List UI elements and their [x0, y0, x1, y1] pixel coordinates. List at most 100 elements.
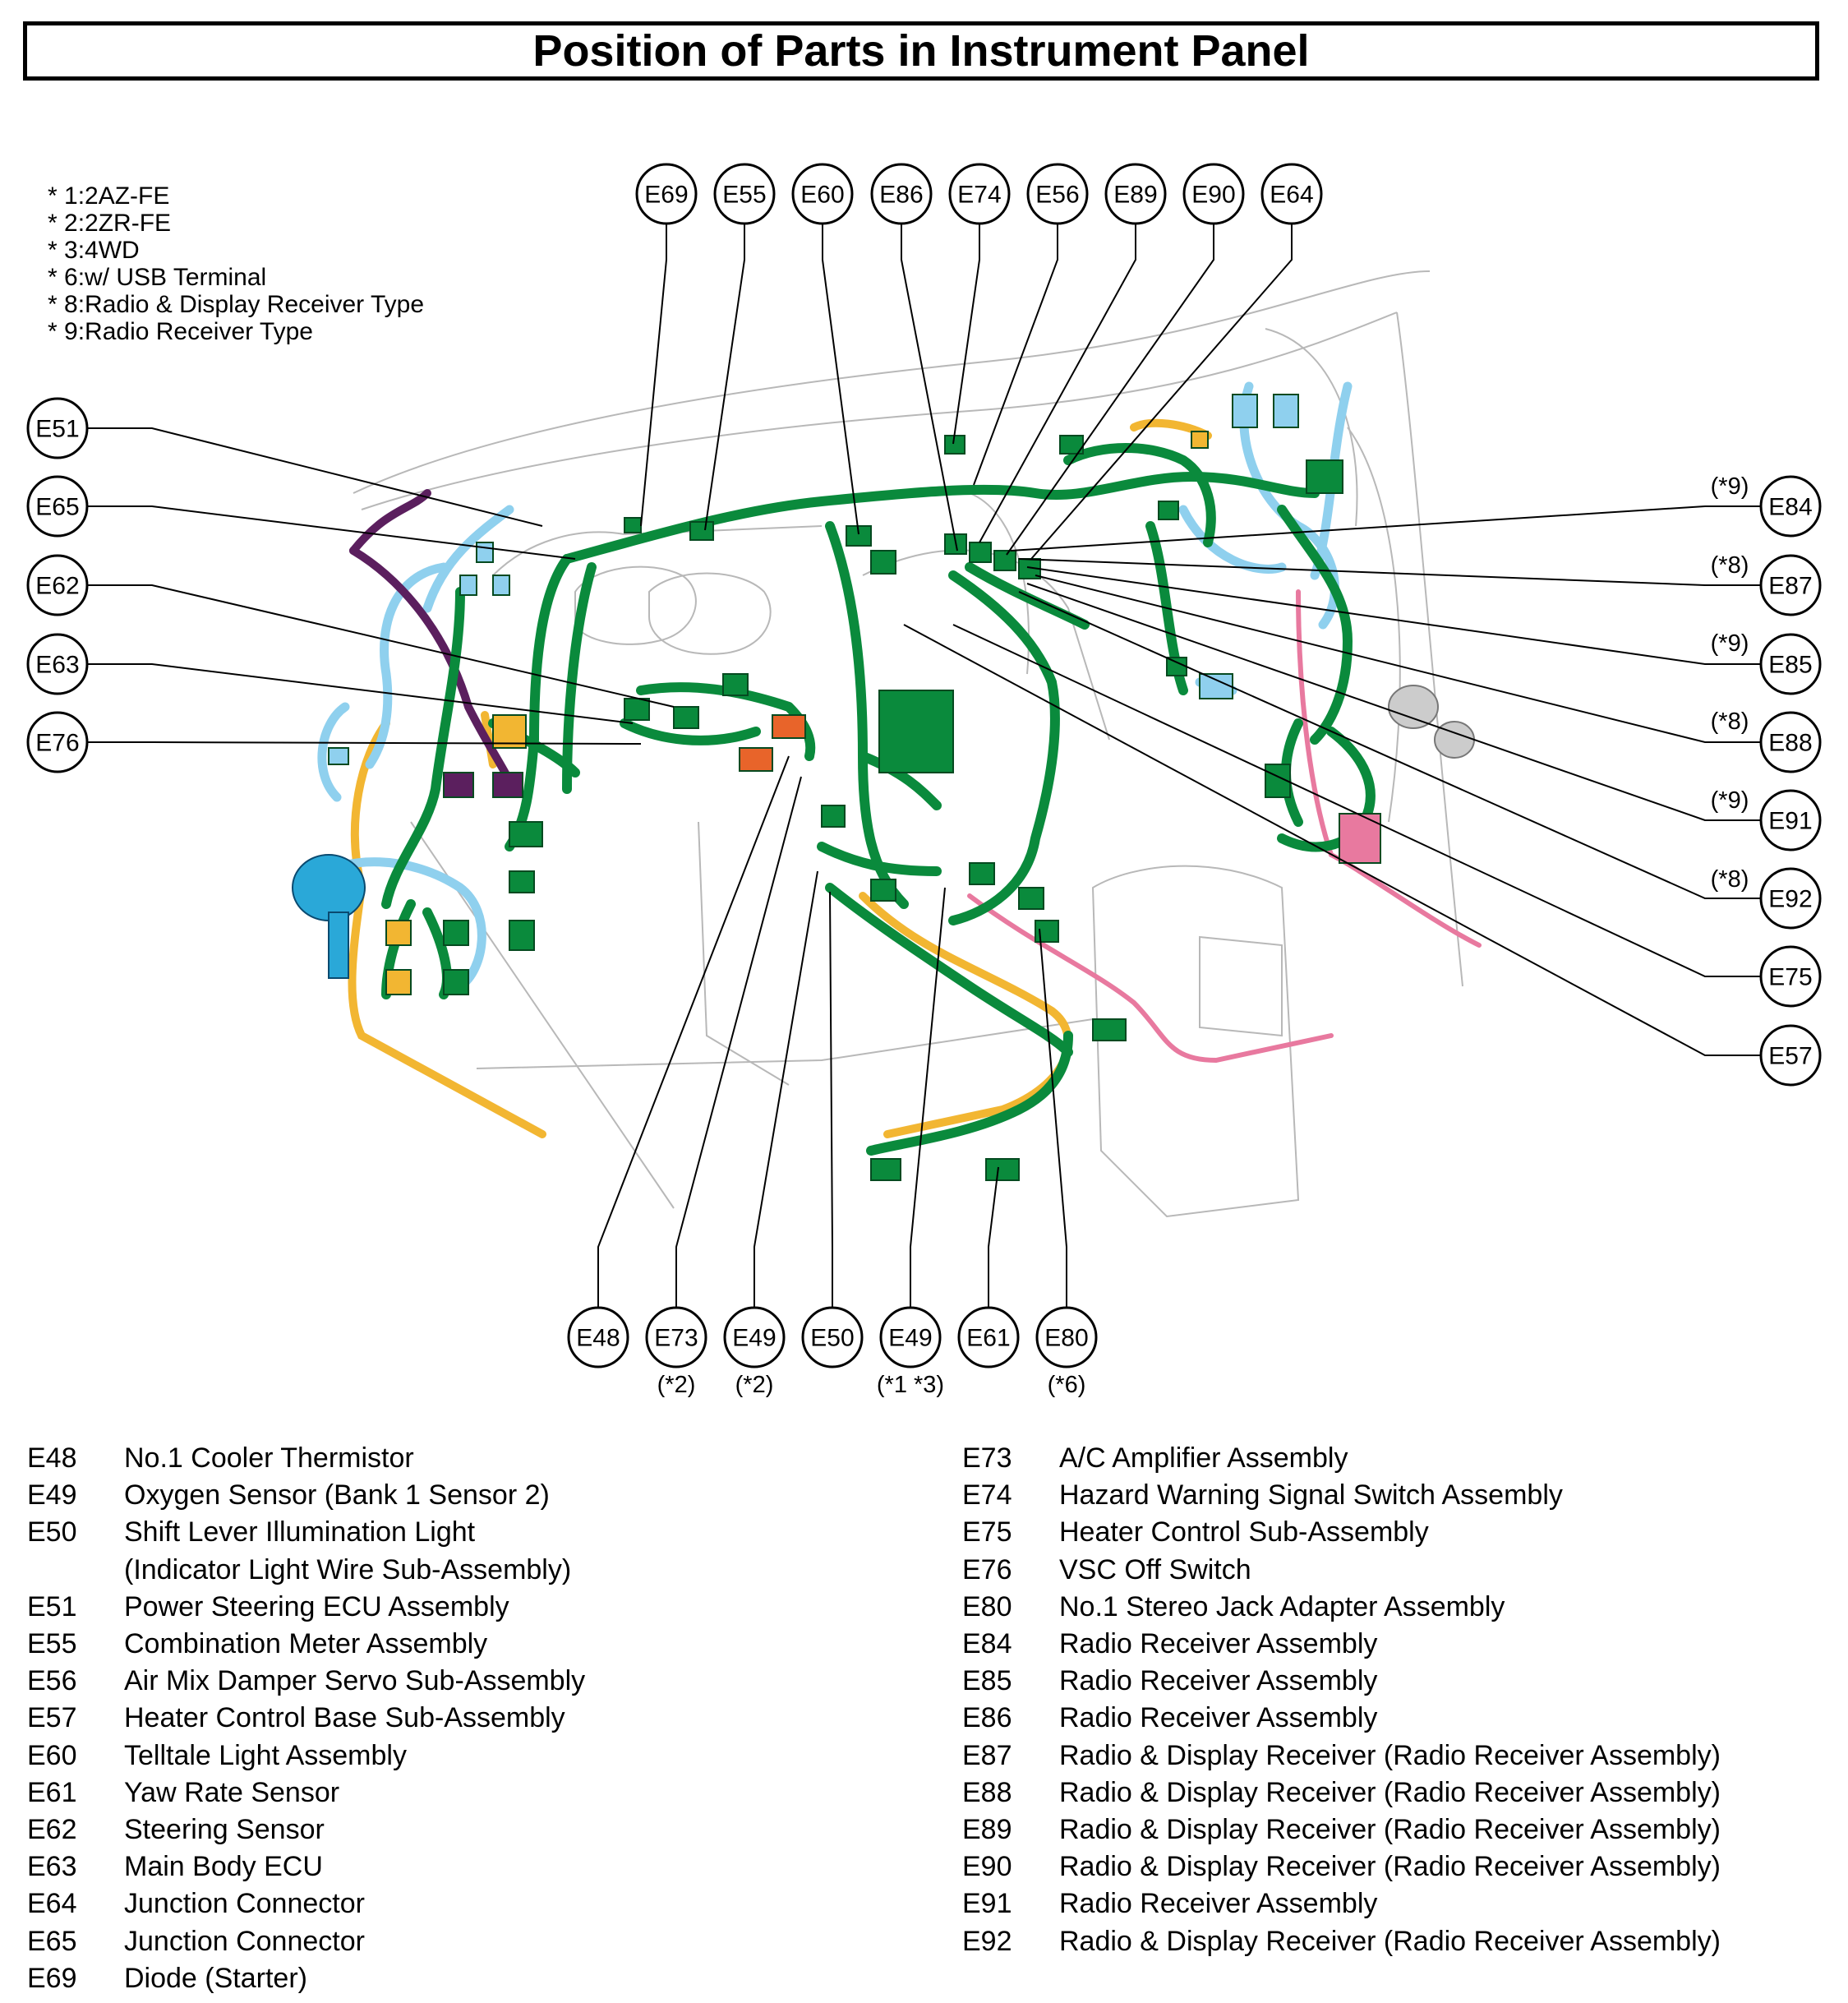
callout-note: (*9)	[1711, 473, 1749, 500]
title-box: Position of Parts in Instrument Panel	[23, 21, 1819, 81]
callout-circle	[1035, 1306, 1098, 1368]
legend-part-name: Radio Receiver Assembly	[1059, 1628, 1378, 1660]
callout-e57: E57	[1759, 1024, 1822, 1087]
legend-part-name: Radio & Display Receiver (Radio Receiver…	[1059, 1739, 1721, 1771]
callout-label: E55	[722, 182, 766, 209]
legend-code: E55	[27, 1628, 77, 1660]
callout-label: E76	[35, 730, 79, 757]
leader-line	[1039, 928, 1067, 1308]
legend-part-name: Junction Connector	[124, 1888, 365, 1920]
callout-circle	[26, 475, 89, 538]
callout-circle	[948, 163, 1011, 225]
callout-e90: E90	[1182, 163, 1245, 225]
callout-e91: E91	[1759, 789, 1822, 852]
callout-label: E57	[1768, 1043, 1812, 1070]
callout-note: (*9)	[1711, 787, 1749, 814]
callout-circle	[1759, 711, 1822, 773]
instrument-panel-diagram: E69E55E60E86E74E56E89E90E64E51E65E62E63E…	[26, 163, 1822, 1397]
callout-e80: E80	[1035, 1306, 1098, 1368]
leader-line	[87, 663, 634, 724]
callout-circle	[1759, 789, 1822, 852]
callout-note: (*8)	[1711, 708, 1749, 735]
page-title: Position of Parts in Instrument Panel	[532, 26, 1310, 76]
legend-row: E80 No.1 Stereo Jack Adapter Assembly	[962, 1589, 1721, 1626]
legend-code: E57	[27, 1702, 77, 1734]
legend-code: E51	[27, 1590, 77, 1622]
leader-line	[952, 624, 1761, 977]
callout-note: (*8)	[1711, 866, 1749, 893]
legend-part-name: Junction Connector	[124, 1925, 365, 1957]
callout-note: (*1 *3)	[877, 1372, 944, 1397]
legend-part-name: Diode (Starter)	[124, 1962, 307, 1994]
legend-code: E62	[27, 1814, 77, 1846]
callout-circle	[1759, 633, 1822, 695]
legend-code: E88	[962, 1776, 1012, 1808]
callout-label: E88	[1768, 730, 1812, 757]
callout-circle	[635, 163, 698, 225]
callout-circle	[713, 163, 776, 225]
legend-code: E48	[27, 1442, 77, 1474]
legend-code: E76	[962, 1553, 1012, 1585]
callout-e75: E75	[1759, 945, 1822, 1008]
callout-e92: E92	[1759, 867, 1822, 930]
legend-code: E74	[962, 1479, 1012, 1511]
leader-line	[87, 427, 543, 527]
callout-label: E49	[732, 1325, 776, 1352]
legend-part-name: A/C Amplifier Assembly	[1059, 1442, 1348, 1474]
leader-line	[87, 505, 576, 560]
leader-line	[597, 755, 790, 1308]
legend-part-name: Radio & Display Receiver (Radio Receiver…	[1059, 1925, 1721, 1957]
callout-note: (*8)	[1711, 552, 1749, 579]
callout-label: E51	[35, 416, 79, 443]
leader-line	[640, 224, 667, 527]
legend-part-name: Heater Control Sub-Assembly	[1059, 1516, 1429, 1548]
callout-label: E63	[35, 652, 79, 679]
legend-part-name: Radio Receiver Assembly	[1059, 1888, 1378, 1920]
leader-line	[1006, 224, 1214, 556]
callout-circle	[26, 633, 89, 695]
leader-lines	[87, 224, 1761, 1308]
callout-e55: E55	[713, 163, 776, 225]
footnote: * 2:2ZR-FE	[48, 210, 172, 237]
legend-code: E85	[962, 1665, 1012, 1697]
callout-e86: E86	[870, 163, 933, 225]
harness-green	[381, 443, 1376, 1156]
callout-circle	[645, 1306, 707, 1368]
callout-circle	[723, 1306, 786, 1368]
connector-blocks	[328, 394, 1381, 1181]
callout-label: E80	[1044, 1325, 1088, 1352]
leader-line	[910, 887, 946, 1308]
legend-code: E87	[962, 1739, 1012, 1771]
callout-circle	[791, 163, 854, 225]
footnote-list: * 1:2AZ-FE * 2:2ZR-FE * 3:4WD * 6:w/ USB…	[48, 182, 424, 345]
callout-e62: E62	[26, 554, 89, 616]
leader-line	[1010, 505, 1761, 552]
legend-code: E80	[962, 1590, 1012, 1622]
legend-part-name: Power Steering ECU Assembly	[124, 1590, 509, 1622]
legend-part-name: No.1 Stereo Jack Adapter Assembly	[1059, 1590, 1505, 1622]
legend-part-name: Radio & Display Receiver (Radio Receiver…	[1059, 1814, 1721, 1846]
callout-label: E49	[888, 1325, 932, 1352]
legend-code: E56	[27, 1665, 77, 1697]
legend-part-name: Main Body ECU	[124, 1851, 323, 1883]
legend-code: E49	[27, 1479, 77, 1511]
callout-circle	[1182, 163, 1245, 225]
callout-label: E65	[35, 494, 79, 521]
callout-e50: E50	[801, 1306, 864, 1368]
footnote: * 8:Radio & Display Receiver Type	[48, 291, 424, 318]
callout-circle	[26, 397, 89, 459]
legend-part-name: Heater Control Base Sub-Assembly	[124, 1702, 565, 1734]
callout-circle	[1759, 945, 1822, 1008]
callout-circle	[870, 163, 933, 225]
leader-line	[903, 624, 1761, 1056]
